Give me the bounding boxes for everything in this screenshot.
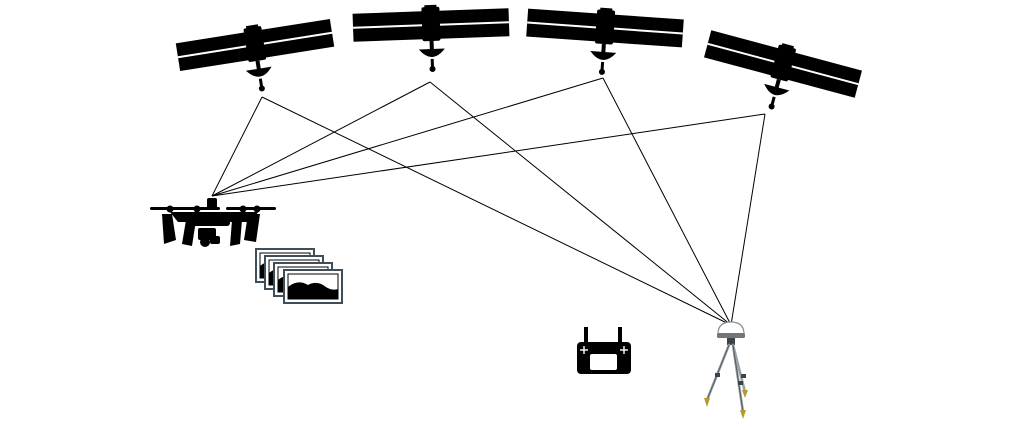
drone-icon xyxy=(150,198,276,247)
link-sat2-drone xyxy=(211,81,431,197)
satellite-icon xyxy=(351,1,512,76)
link-sat4-base xyxy=(730,113,766,326)
link-sat4-drone xyxy=(211,113,766,197)
link-sat1-base xyxy=(261,96,732,326)
image-stack-icon xyxy=(255,248,343,304)
satellite-icon xyxy=(173,12,341,105)
satellite-icon xyxy=(694,23,865,131)
link-sat3-base xyxy=(602,77,732,326)
link-sat3-drone xyxy=(211,77,604,197)
gnss-base-station-tripod-icon xyxy=(704,321,748,419)
link-sat2-base xyxy=(429,81,732,326)
link-sat1-drone xyxy=(211,96,263,197)
satellite-icon xyxy=(522,1,686,82)
remote-controller-icon xyxy=(577,327,631,374)
signal-lines xyxy=(211,77,766,326)
